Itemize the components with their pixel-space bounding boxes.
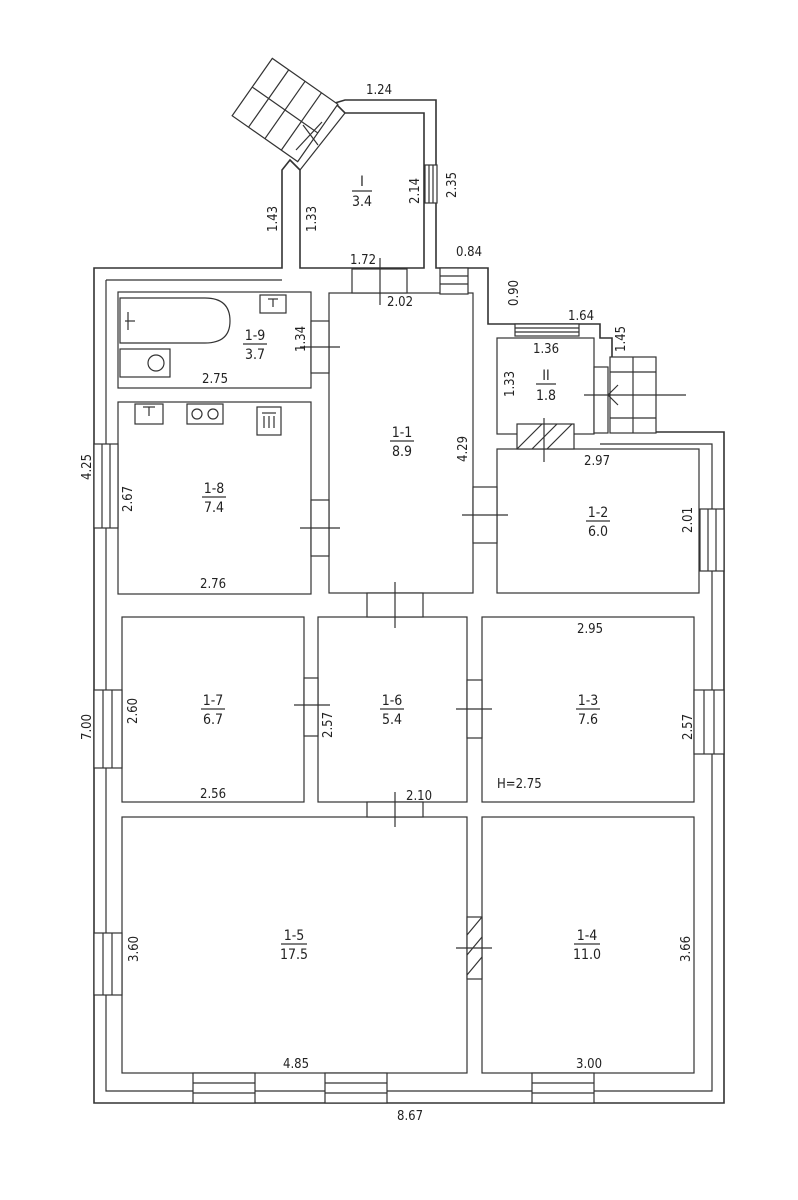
room-area: 6.7 — [203, 712, 223, 728]
sink-icon — [134, 403, 164, 425]
room-label-1-5: 1-5 17.5 — [280, 928, 308, 963]
room-number: 1-8 — [204, 481, 225, 497]
room-number: II — [542, 368, 549, 384]
toilet-icon — [119, 348, 171, 378]
dimension-label: 0.84 — [456, 245, 482, 260]
dimension-label: 2.97 — [584, 454, 610, 469]
dimension-label: 2.76 — [200, 577, 226, 592]
room-number: 1-2 — [588, 505, 609, 521]
room-label-1-1: 1-1 8.9 — [390, 425, 414, 460]
room-1-4-box — [481, 816, 695, 1074]
dimension-label: 7.00 — [80, 714, 95, 740]
room-area: 3.7 — [245, 347, 265, 363]
dimension-label: 0.90 — [507, 280, 522, 306]
room-area: 3.4 — [352, 194, 372, 210]
room-number: 1-6 — [382, 693, 403, 709]
dimension-label: 1.36 — [533, 342, 559, 357]
dimension-labels: 1.24 2.35 2.14 1.43 1.33 1.72 0.84 2.02 … — [80, 83, 696, 1124]
room-area: 6.0 — [588, 524, 608, 540]
boiler-icon — [256, 406, 282, 436]
room-label-1-4: 1-4 11.0 — [573, 928, 601, 963]
dimension-label: 1.33 — [305, 206, 320, 232]
dimension-label: 1.33 — [503, 371, 518, 397]
room-area: 5.4 — [382, 712, 402, 728]
dimension-label: 2.75 — [202, 372, 228, 387]
room-area: 7.4 — [204, 500, 224, 516]
room-label-1-8: 1-8 7.4 — [202, 481, 226, 516]
dimension-label: 2.57 — [321, 712, 336, 738]
dimension-label: 3.66 — [679, 936, 694, 962]
dimension-label: 4.25 — [80, 454, 95, 480]
room-label-I: I 3.4 — [352, 174, 372, 210]
dimension-label: 2.01 — [681, 507, 696, 533]
room-1-5-box — [121, 816, 468, 1074]
room-area: 7.6 — [578, 712, 598, 728]
room-number: 1-3 — [578, 693, 599, 709]
dimension-label: 1.43 — [266, 206, 281, 232]
dimension-label: 2.35 — [445, 172, 460, 198]
room-area: 8.9 — [392, 444, 412, 460]
room-label-1-3: 1-3 7.6 — [576, 693, 600, 728]
room-label-II: II 1.8 — [536, 368, 556, 404]
dimension-label: 1.34 — [294, 326, 309, 352]
room-number: I — [360, 174, 364, 190]
room-area: 11.0 — [573, 947, 601, 963]
dimension-label: 2.60 — [126, 698, 141, 724]
room-number: 1-5 — [284, 928, 305, 944]
dimension-label: 1.45 — [614, 326, 629, 352]
room-number: 1-4 — [577, 928, 598, 944]
room-1-1-box — [328, 292, 474, 594]
dimension-label: 2.67 — [121, 486, 136, 512]
dimension-label: 4.29 — [456, 436, 471, 462]
room-number: 1-9 — [245, 328, 266, 344]
dimension-label: 1.72 — [350, 253, 376, 268]
dimension-label: 3.00 — [576, 1057, 602, 1072]
windows — [93, 164, 725, 1104]
room-area: 17.5 — [280, 947, 308, 963]
room-label-1-2: 1-2 6.0 — [586, 505, 610, 540]
room-label-1-6: 1-6 5.4 — [380, 693, 404, 728]
dimension-label: 2.10 — [406, 789, 432, 804]
bathtub-icon — [119, 297, 231, 344]
dimension-label: 2.57 — [681, 714, 696, 740]
stove-icon — [186, 403, 224, 425]
dimension-label: 2.14 — [408, 178, 423, 204]
dimension-label: 2.02 — [387, 295, 413, 310]
side-entrance — [584, 356, 686, 434]
room-label-1-7: 1-7 6.7 — [201, 693, 225, 728]
entrance-stairs — [231, 57, 339, 163]
height-label: H=2.75 — [497, 777, 542, 792]
dimension-label: 2.95 — [577, 622, 603, 637]
doors — [294, 258, 575, 980]
room-area: 1.8 — [536, 388, 556, 404]
dimension-label: 3.60 — [127, 936, 142, 962]
washbasin-icon — [259, 294, 287, 314]
dimension-label: 1.24 — [366, 83, 392, 98]
room-1-8-box — [117, 401, 312, 595]
dimension-label: 4.85 — [283, 1057, 309, 1072]
dimension-label: 1.64 — [568, 309, 594, 324]
dimension-label: 8.67 — [397, 1109, 423, 1124]
room-number: 1-1 — [392, 425, 413, 441]
room-number: 1-7 — [203, 693, 224, 709]
dimension-label: 2.56 — [200, 787, 226, 802]
room-label-1-9: 1-9 3.7 — [243, 328, 267, 363]
